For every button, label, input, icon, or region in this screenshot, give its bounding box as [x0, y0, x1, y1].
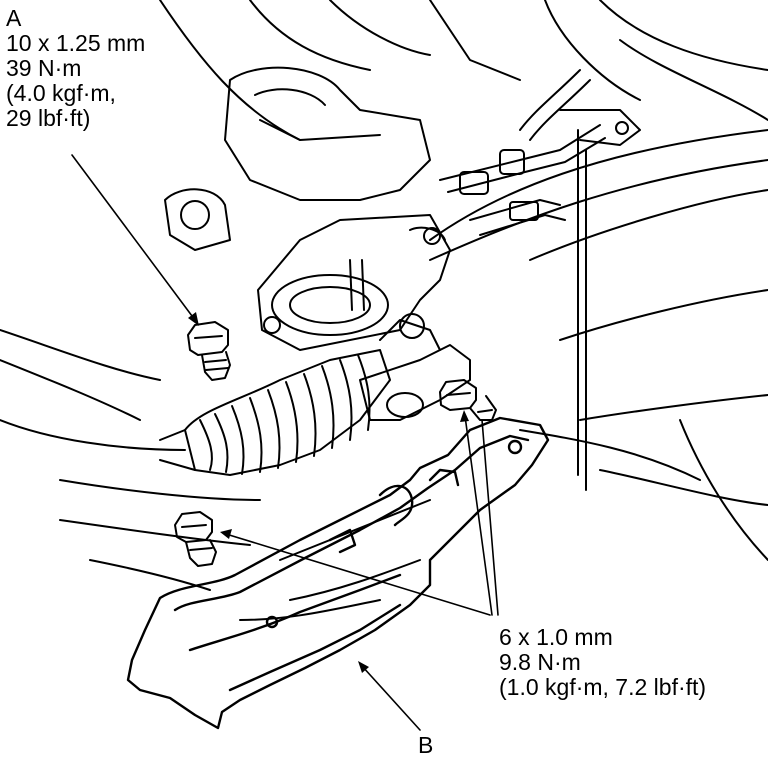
leader-arrow-b2: [460, 410, 499, 616]
callout-bolts-torque-imperial: (1.0 kgf·m, 7.2 lbf·ft): [499, 674, 707, 700]
leader-arrow-shield: [358, 661, 421, 731]
callout-a-torque-lbf: 29 lbf·ft): [6, 105, 91, 131]
callout-a-size: 10 x 1.25 mm: [6, 30, 146, 56]
callout-bolts-torque-nm: 9.8 N·m: [499, 649, 581, 675]
bolt-icon: [439, 379, 497, 421]
steering-boot-icon: [159, 349, 391, 476]
bolt-icon: [174, 511, 217, 567]
bolt-icon: [187, 321, 231, 381]
callout-a-torque-nm: 39 N·m: [6, 55, 82, 81]
wiring-harness: [439, 69, 641, 491]
callout-b-letter: B: [418, 732, 434, 758]
callout-shield-bolts: 6 x 1.0 mm 9.8 N·m (1.0 kgf·m, 7.2 lbf·f…: [499, 625, 706, 700]
callout-bolts-size: 6 x 1.0 mm: [499, 624, 613, 650]
engine-mount: [164, 66, 451, 351]
callout-a: A 10 x 1.25 mm 39 N·m (4.0 kgf·m, 29 lbf…: [6, 6, 145, 131]
callout-a-torque-kgf: (4.0 kgf·m,: [6, 80, 116, 106]
leader-arrow-b1: [220, 529, 491, 616]
callout-a-letter: A: [6, 5, 22, 31]
leader-arrow-a: [71, 154, 199, 326]
rack-bracket: [359, 319, 471, 421]
splash-shield-icon: [126, 416, 550, 730]
